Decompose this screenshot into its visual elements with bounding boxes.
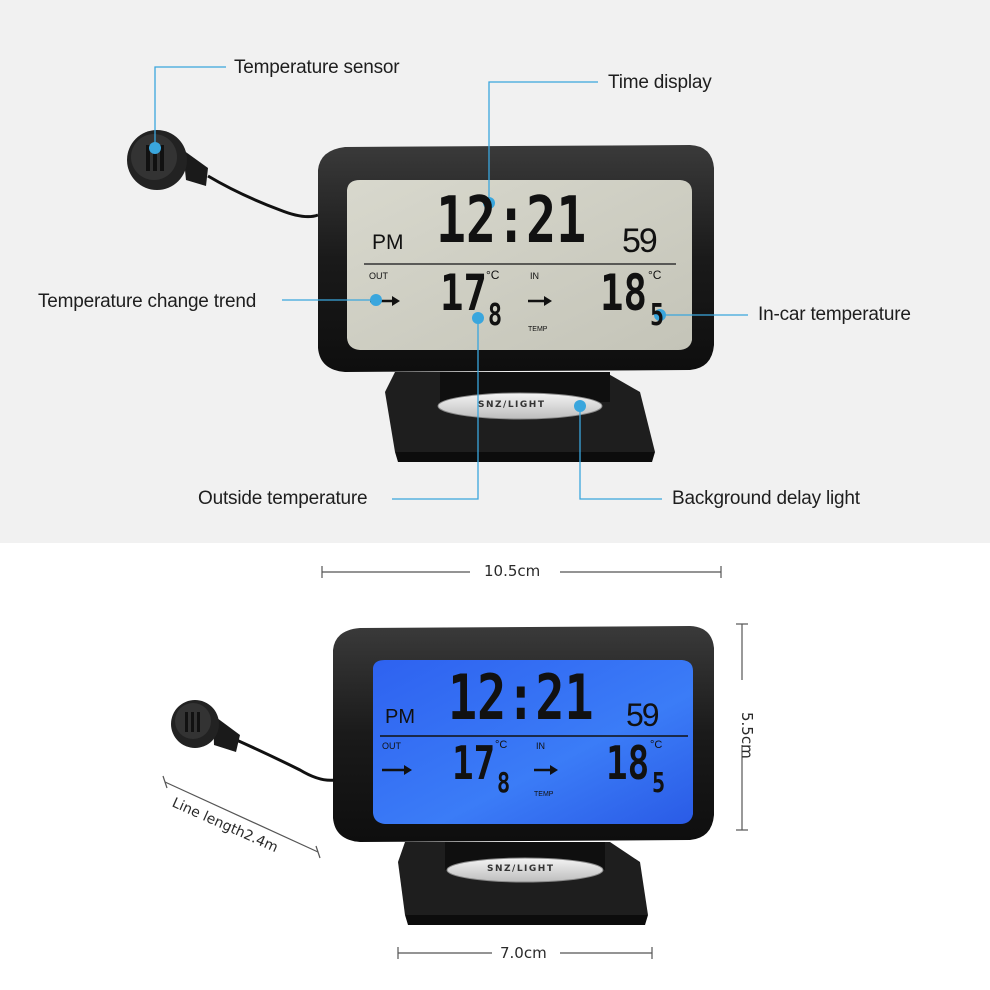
callout-lines — [154, 66, 748, 500]
dimension-height: 5.5cm — [738, 712, 756, 759]
lcd-screen-blue — [373, 660, 693, 824]
in-label-blue: IN — [536, 741, 545, 751]
dimension-width-top: 10.5cm — [484, 562, 541, 580]
temp-label-blue: TEMP — [534, 791, 554, 798]
temperature-sensor-puck — [127, 130, 187, 190]
lcd-screen-gray — [347, 180, 692, 350]
outside-temp-unit-blue: °C — [495, 739, 508, 751]
seconds-digits: 59 — [622, 222, 658, 260]
outside-temp-unit: °C — [486, 268, 500, 282]
callout-temperature-trend: Temperature change trend — [38, 291, 257, 312]
in-car-temp-unit: °C — [648, 268, 662, 282]
temp-label: TEMP — [528, 326, 548, 333]
out-label: OUT — [369, 271, 388, 281]
in-car-temp-decimal: 5 — [650, 298, 665, 333]
outside-temp-decimal-blue: 8 — [497, 766, 511, 799]
in-car-temp-value: 18 — [600, 264, 647, 322]
callout-time-display: Time display — [608, 72, 712, 93]
snz-light-label: SNZ/LIGHT — [478, 400, 546, 410]
in-car-temp-decimal-blue: 5 — [652, 766, 666, 799]
time-digits: 12:21 — [436, 184, 587, 258]
callout-in-car-temperature: In-car temperature — [758, 304, 911, 325]
snz-light-button[interactable] — [437, 392, 603, 420]
dimension-width-bottom: 7.0cm — [500, 944, 547, 962]
bottom-device — [171, 626, 714, 925]
callout-temperature-sensor: Temperature sensor — [234, 57, 400, 78]
callout-outside-temperature: Outside temperature — [198, 488, 368, 509]
callout-background-light: Background delay light — [672, 488, 860, 509]
outside-temp-decimal: 8 — [488, 298, 503, 333]
dimension-lines — [162, 566, 748, 959]
outside-temp-value-blue: 17 — [452, 736, 496, 790]
seconds-digits-blue: 59 — [626, 697, 660, 733]
snz-light-label-blue: SNZ/LIGHT — [487, 864, 555, 874]
time-digits-blue: 12:21 — [448, 661, 594, 734]
top-device — [127, 130, 714, 462]
outside-temp-value: 17 — [440, 264, 487, 322]
in-label: IN — [530, 271, 539, 281]
callout-dots — [149, 142, 666, 412]
in-car-temp-value-blue: 18 — [606, 736, 650, 790]
pm-indicator: PM — [372, 231, 404, 254]
pm-indicator-blue: PM — [385, 706, 415, 728]
in-car-temp-unit-blue: °C — [650, 739, 663, 751]
out-label-blue: OUT — [382, 741, 401, 751]
